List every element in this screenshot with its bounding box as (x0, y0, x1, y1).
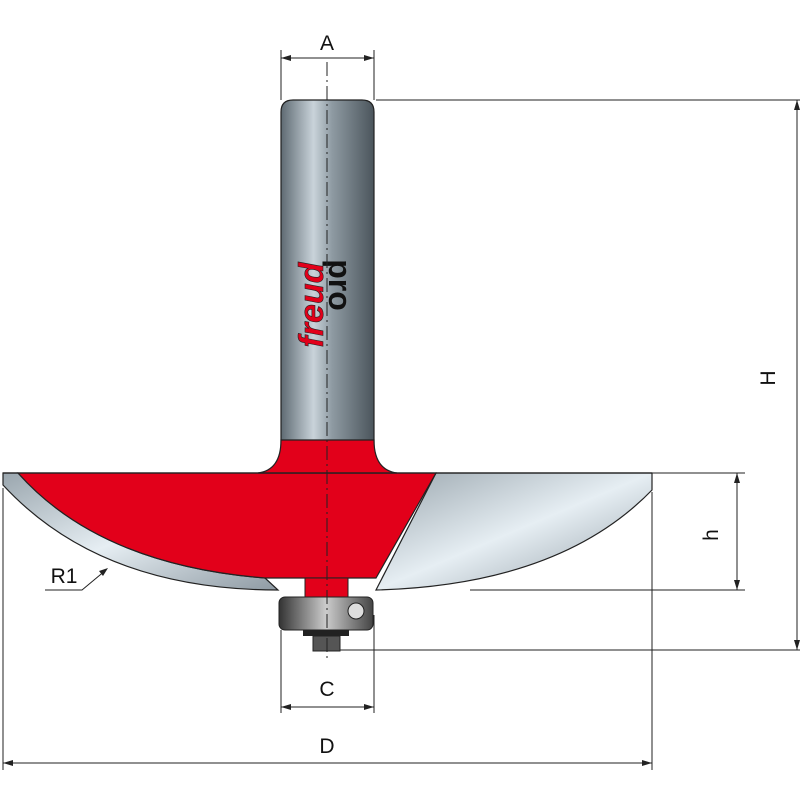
dim-h: h (470, 472, 745, 591)
bearing-ball (347, 602, 365, 620)
nut (303, 630, 349, 636)
dim-a: A (280, 32, 375, 100)
dimension-label: C (319, 678, 334, 701)
right-cutter (375, 472, 653, 591)
dimension-label: R1 (51, 565, 78, 588)
dimension-label: h (700, 529, 723, 541)
dimension-label: D (319, 735, 334, 758)
dimension-label: H (757, 370, 780, 385)
dim-H: H (340, 99, 800, 651)
shank (280, 99, 375, 451)
dim-d: D (2, 488, 653, 770)
logo: freud (293, 261, 332, 348)
body (16, 472, 438, 579)
logo-pro: pro (322, 259, 358, 311)
dimension-label: A (320, 32, 334, 55)
dim-r1: R1 (45, 565, 108, 591)
dim-c: C (280, 615, 375, 713)
logo-brand: freud (293, 261, 331, 347)
